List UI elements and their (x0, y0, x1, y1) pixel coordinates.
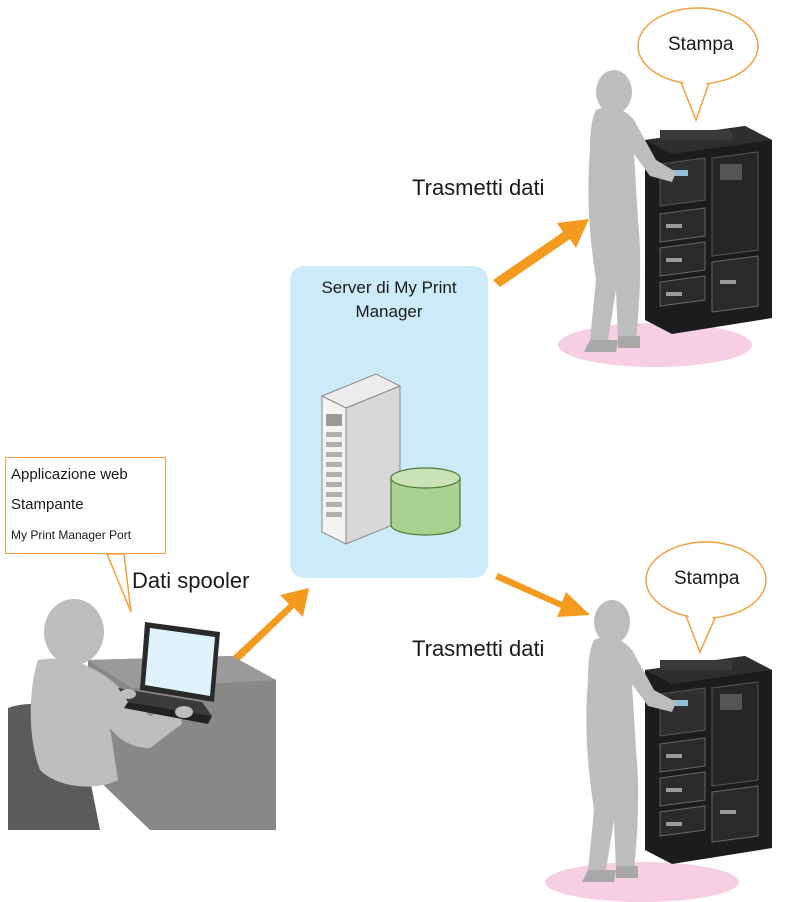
print-label-top: Stampa (668, 34, 734, 55)
arrow-server-to-top-printer (493, 219, 589, 287)
arrow-laptop-to-server (232, 588, 309, 663)
database-icon (390, 467, 461, 536)
arrow-server-to-bottom-printer (495, 573, 590, 617)
pink-base-top (558, 323, 752, 367)
mfp-printer-bottom-icon (645, 656, 772, 864)
server-title-line1: Server di My Print (321, 278, 457, 297)
server-title-line2: Manager (355, 302, 423, 321)
speech-bubble-bottom (645, 541, 767, 654)
callout-item-port: My Print Manager Port (11, 528, 132, 542)
callout-tail (105, 553, 132, 613)
callout-item-web-app: Applicazione web (11, 466, 128, 483)
user-at-laptop-figure (8, 599, 276, 830)
transmit-data-label-top: Trasmetti dati (412, 175, 545, 200)
pink-base-bottom (545, 862, 739, 902)
speech-bubble-top (637, 7, 759, 123)
mfp-printer-top-icon (645, 126, 772, 334)
server-title: Server di My Print Manager (290, 276, 488, 324)
woman-at-printer-top-figure (584, 70, 676, 352)
spooler-data-label: Dati spooler (132, 568, 250, 593)
server-tower-icon (320, 373, 402, 545)
transmit-data-label-bottom: Trasmetti dati (412, 636, 545, 661)
print-label-bottom: Stampa (674, 568, 740, 589)
woman-at-printer-bottom-figure (582, 600, 676, 882)
callout-item-printer: Stampante (11, 496, 84, 513)
software-callout-box: Applicazione web Stampante My Print Mana… (5, 457, 166, 554)
